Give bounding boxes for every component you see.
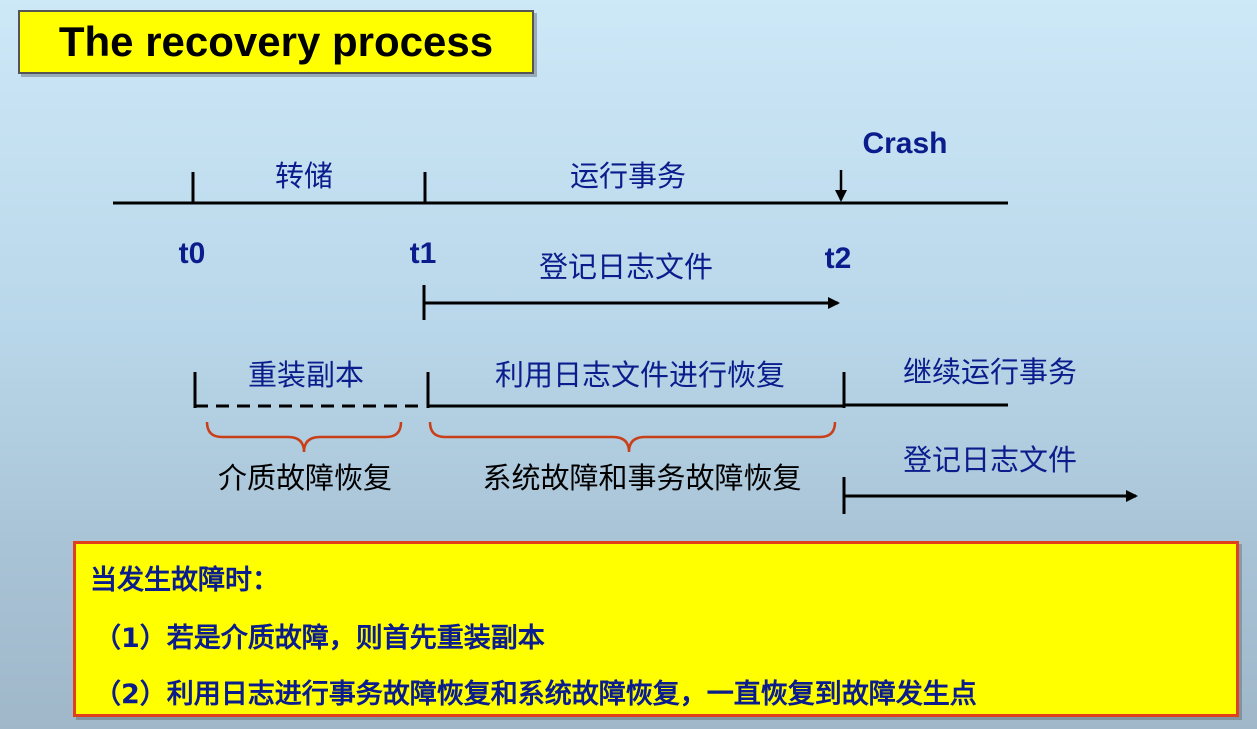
crash-label: Crash: [862, 127, 947, 160]
t2-label: t2: [825, 242, 852, 275]
note-item-1: （1）若是介质故障，则首先重装副本: [94, 623, 545, 654]
log-file-label-2: 登记日志文件: [903, 443, 1077, 477]
system-recovery-brace: [428, 421, 837, 453]
note-box: 当发生故障时： （1）若是介质故障，则首先重装副本 （2）利用日志进行事务故障恢…: [73, 541, 1239, 717]
log-recovery-label: 利用日志文件进行恢复: [495, 358, 785, 392]
media-recovery-label: 介质故障恢复: [218, 461, 392, 495]
system-recovery-label: 系统故障和事务故障恢复: [482, 461, 801, 495]
t1-label: t1: [410, 237, 437, 270]
log-file-label-1: 登记日志文件: [539, 250, 713, 284]
t0-label: t0: [179, 237, 206, 270]
page-title: The recovery process: [58, 18, 494, 65]
run-transactions-label: 运行事务: [570, 159, 686, 193]
dump-label: 转储: [275, 159, 333, 193]
continue-transactions-label: 继续运行事务: [903, 355, 1077, 389]
note-heading: 当发生故障时：: [90, 565, 279, 596]
title-box: The recovery process: [18, 10, 534, 74]
media-recovery-brace: [205, 421, 403, 453]
reload-copy-label: 重装副本: [248, 358, 364, 392]
note-item-2: （2）利用日志进行事务故障恢复和系统故障恢复，一直恢复到故障发生点: [94, 679, 977, 710]
